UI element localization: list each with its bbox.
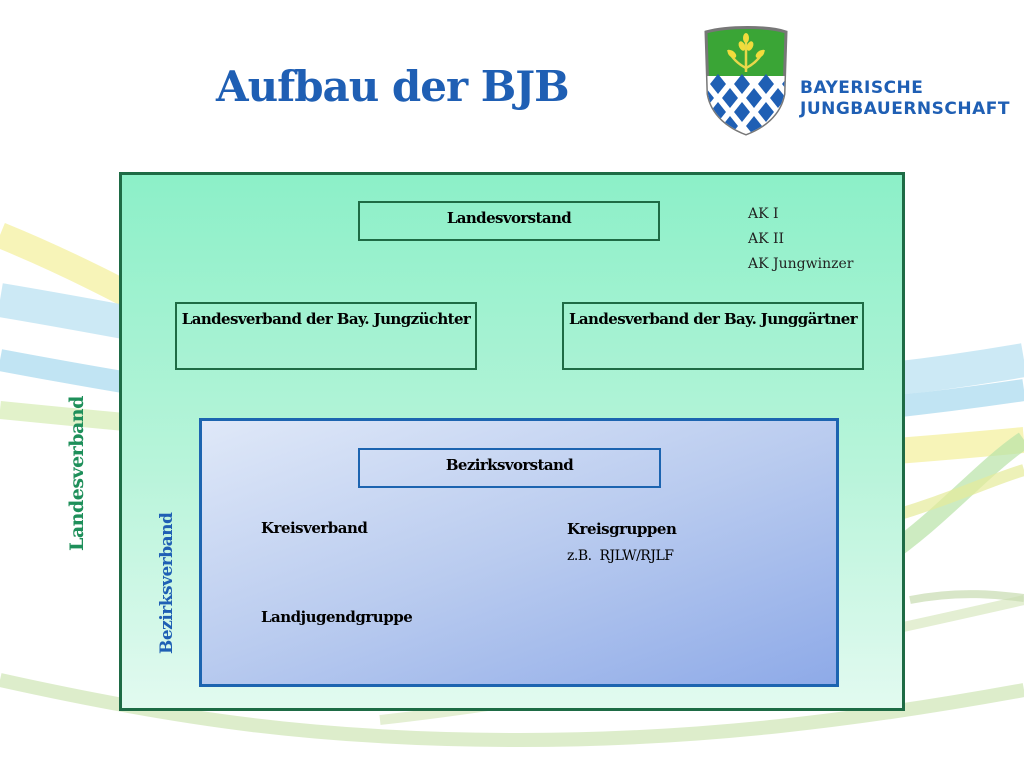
jungzuechter-box: Landesverband der Bay. Jungzüchter xyxy=(175,302,477,370)
bezirksverband-container xyxy=(199,418,839,687)
page-title: Aufbau der BJB xyxy=(216,62,570,111)
landjugendgruppe-label: Landjugendgruppe xyxy=(261,608,413,626)
kreisgruppen-example: z.B. RJLW/RJLF xyxy=(567,548,674,564)
bezirksvorstand-box: Bezirksvorstand xyxy=(358,448,661,488)
bezirksverband-vertical-label: Bezirksverband xyxy=(157,512,177,654)
wheat-shield-icon xyxy=(704,26,788,136)
landesvorstand-box: Landesvorstand xyxy=(358,201,660,241)
logo-text-line1: BAYERISCHE xyxy=(800,78,924,98)
kreisverband-label: Kreisverband xyxy=(261,519,368,537)
kreisgruppen-label: Kreisgruppen xyxy=(567,520,677,538)
logo-text-line2: JUNGBAUERNSCHAFT xyxy=(800,99,1010,119)
ak-1: AK I xyxy=(748,206,779,222)
ak-2: AK II xyxy=(748,231,785,247)
ak-jungwinzer: AK Jungwinzer xyxy=(748,256,854,272)
junggaertner-box: Landesverband der Bay. Junggärtner xyxy=(562,302,864,370)
landesverband-vertical-label: Landesverband xyxy=(66,396,88,551)
